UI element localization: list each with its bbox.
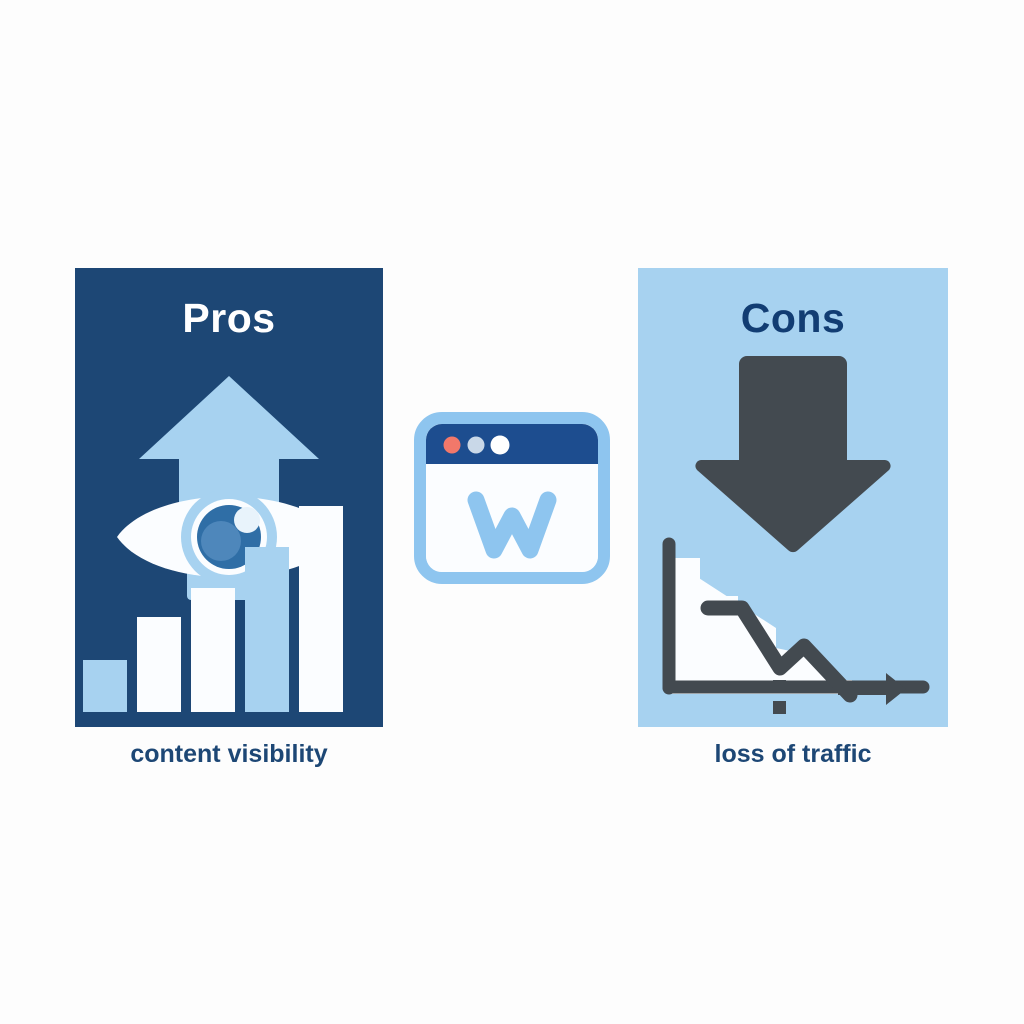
chart-fill-area-2 (668, 558, 928, 694)
cons-panel-title: Cons (740, 295, 846, 341)
pros-caption: content visibility (130, 740, 328, 768)
declining-line-chart-icon (662, 537, 930, 714)
pros-panel-title: Pros (182, 295, 276, 341)
bar-2 (137, 617, 181, 712)
growing-bar-chart-icon (83, 506, 343, 712)
browser-window-icon[interactable] (414, 412, 610, 584)
chart-arrowhead-icon (838, 673, 906, 705)
cons-caption: loss of traffic (714, 740, 872, 768)
bar-4 (245, 547, 289, 712)
bar-3 (191, 588, 235, 712)
cons-illustration (662, 356, 930, 714)
pros-panel: Pros (75, 268, 383, 727)
chart-trend-line (700, 600, 858, 703)
browser-frame (414, 412, 610, 584)
cons-panel: Cons (638, 268, 948, 727)
up-arrow-icon (139, 376, 319, 514)
pros-illustration (83, 376, 343, 712)
maximize-dot-icon[interactable] (490, 435, 510, 455)
close-dot-icon[interactable] (443, 436, 461, 454)
chart-dotted-marker (773, 680, 786, 714)
browser-letter-w (467, 491, 557, 559)
down-arrow-icon (695, 356, 891, 553)
bar-1 (83, 660, 127, 712)
minimize-dot-icon[interactable] (467, 436, 485, 454)
browser-titlebar (426, 424, 598, 464)
bar-5 (299, 506, 343, 712)
